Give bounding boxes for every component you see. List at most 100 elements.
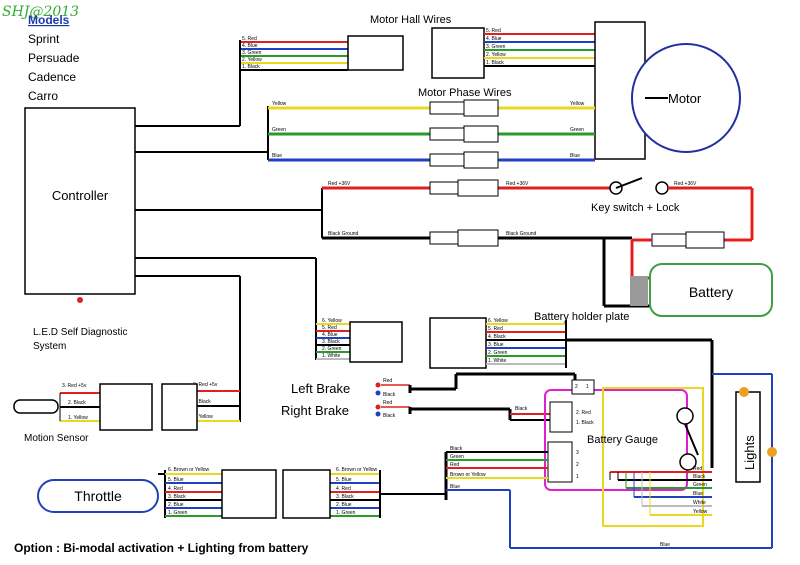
- gauge-output-wires: Red Black Green Blue White Yellow: [609, 466, 712, 516]
- throttle-wire-label: 4. Red: [168, 486, 183, 492]
- watermark: SHJ@2013: [2, 4, 79, 20]
- throttle-wire-label: 4. Red: [336, 486, 351, 492]
- throttle-wire-label: 2. Blue: [336, 502, 352, 508]
- hall-wire-label: 5. Red: [242, 36, 257, 42]
- bulb-icon: [739, 387, 777, 457]
- phase-wire-label: Green: [570, 127, 584, 133]
- bus-label: Black: [450, 446, 463, 452]
- phase-title: Motor Phase Wires: [418, 87, 512, 99]
- motion-wire-label: 2. Black: [68, 400, 86, 406]
- gauge-top-connector: [571, 379, 595, 395]
- battery-label: Battery: [689, 284, 733, 300]
- brake-wire-label: Red: [383, 400, 392, 406]
- gauge-pin-label: 1: [586, 384, 589, 390]
- throttle-connector-2: [282, 469, 331, 519]
- brake-wire-label: Black: [383, 392, 396, 398]
- hall-wire-label: 2. Yellow: [486, 52, 506, 58]
- motion-wire-label: 3. Red +5v: [62, 383, 87, 389]
- gauge-brake-connector: [549, 401, 573, 433]
- hall-wire-label: 3. Green: [486, 44, 506, 50]
- led-indicator: [77, 297, 83, 303]
- motion-wire-label: 1. Yellow: [193, 414, 213, 420]
- power-wire-label: Red +36V: [506, 181, 529, 187]
- mid-wire-label: 3. Black: [322, 339, 340, 345]
- throttle-wire-label: 1. Green: [336, 510, 356, 516]
- gauge-pin-label: 1: [576, 474, 579, 480]
- gauge-pin-label: 2: [576, 462, 579, 468]
- motion-sensor-device: [13, 399, 59, 414]
- hall-wire-label: 5. Red: [486, 28, 501, 34]
- bus-label: Brown or Yellow: [450, 472, 486, 478]
- gauge-wire-label: 2. Red: [576, 410, 591, 416]
- gauge-bus: Black Green Red Brown or Yellow Blue Blu…: [444, 446, 772, 549]
- mid-harness: 6. Yellow 5. Red 4. Blue 3. Black 2. Gre…: [135, 257, 350, 360]
- model-item: Cadence: [28, 70, 76, 84]
- throttle-harness: 6. Brown or Yellow 5. Blue 4. Red 3. Bla…: [158, 467, 446, 518]
- hall-connector-left: [347, 35, 404, 71]
- throttle-wire-label: 3. Black: [336, 494, 354, 500]
- throttle-wire-label: 6. Brown or Yellow: [168, 467, 210, 473]
- gauge-switch-top: [676, 407, 694, 425]
- brake-wire-label: Black: [515, 406, 528, 412]
- mid-connector: [349, 321, 403, 363]
- gauge-side-connector: [547, 441, 573, 483]
- hall-wire-label: 1. Black: [486, 60, 504, 66]
- throttle-wire-label: 5. Blue: [168, 477, 184, 483]
- battery-box: [649, 263, 773, 317]
- left-brake-label: Left Brake: [291, 381, 350, 396]
- gauge-label: Battery Gauge: [587, 434, 658, 446]
- throttle-wire-label: 1. Green: [168, 510, 188, 516]
- holder-wire-label: 6. Yellow: [488, 318, 508, 324]
- holder-connector: [429, 317, 487, 369]
- motion-sensor-connector: [99, 383, 153, 431]
- gauge-wire-label: 1. Black: [576, 420, 594, 426]
- throttle-wire-label: 2. Blue: [168, 502, 184, 508]
- hall-wire-label: 3. Green: [242, 50, 262, 56]
- key-switch-label: Key switch + Lock: [591, 202, 680, 214]
- controller-label: Controller: [52, 188, 109, 203]
- phase-wire-label: Yellow: [272, 101, 287, 107]
- hall-wire-label: 4. Blue: [486, 36, 502, 42]
- hall-harness-left: 5. Red 4. Blue 3. Green 2. Yellow 1. Bla…: [135, 36, 348, 127]
- holder-wire-label: 4. Black: [488, 334, 506, 340]
- battery-holder-label: Battery holder plate: [534, 311, 629, 323]
- brake-harness: Red Black Red Black Black: [375, 372, 577, 421]
- phase-wire-label: Blue: [570, 153, 580, 159]
- gauge-out-label: Red: [693, 466, 702, 472]
- right-brake-label: Right Brake: [281, 403, 349, 418]
- model-item: Sprint: [28, 32, 60, 46]
- controller-box: [24, 107, 136, 295]
- motion-sensor-connector-2: [161, 383, 198, 431]
- throttle-wire-label: 5. Blue: [336, 477, 352, 483]
- gauge-out-label: Green: [693, 482, 707, 488]
- gauge-out-label: Yellow: [693, 509, 708, 515]
- model-item: Persuade: [28, 51, 80, 65]
- gauge-out-label: White: [693, 500, 706, 506]
- gauge-yellow-loop: [602, 387, 704, 527]
- power-wire-label: Black Ground: [328, 231, 359, 237]
- hall-connector-right: [431, 27, 485, 79]
- lights-label: Lights: [742, 435, 757, 470]
- holder-wire-label: 1. White: [488, 358, 507, 364]
- holder-wire-label: 2. Green: [488, 350, 508, 356]
- lights-box: [735, 391, 761, 483]
- motion-wire-label: 1. Yellow: [68, 415, 88, 421]
- holder-wire-label: 5. Red: [488, 326, 503, 332]
- power-wire-label: Black Ground: [506, 231, 537, 237]
- phase-wire-label: Green: [272, 127, 286, 133]
- motion-sensor-label: Motion Sensor: [24, 433, 89, 444]
- phase-harness: Yellow Green Blue Yellow Green Blue: [135, 99, 595, 169]
- phase-wire-label: Yellow: [570, 101, 585, 107]
- hall-wire-label: 2. Yellow: [242, 57, 262, 63]
- gauge-pin-label: 3: [576, 450, 579, 456]
- hall-title: Motor Hall Wires: [370, 14, 452, 26]
- gauge-out-label: Black: [693, 474, 706, 480]
- gauge-switch-bottom: [679, 453, 697, 471]
- motion-wire-label: 2. Black: [193, 399, 211, 405]
- hall-harness-right: 5. Red 4. Blue 3. Green 2. Yellow 1. Bla…: [484, 28, 595, 67]
- option-text: Option : Bi-modal activation + Lighting …: [14, 541, 309, 555]
- holder-wire-label: 3. Blue: [488, 342, 504, 348]
- brake-wire-label: Black: [383, 413, 396, 419]
- motor-label: Motor: [668, 91, 702, 106]
